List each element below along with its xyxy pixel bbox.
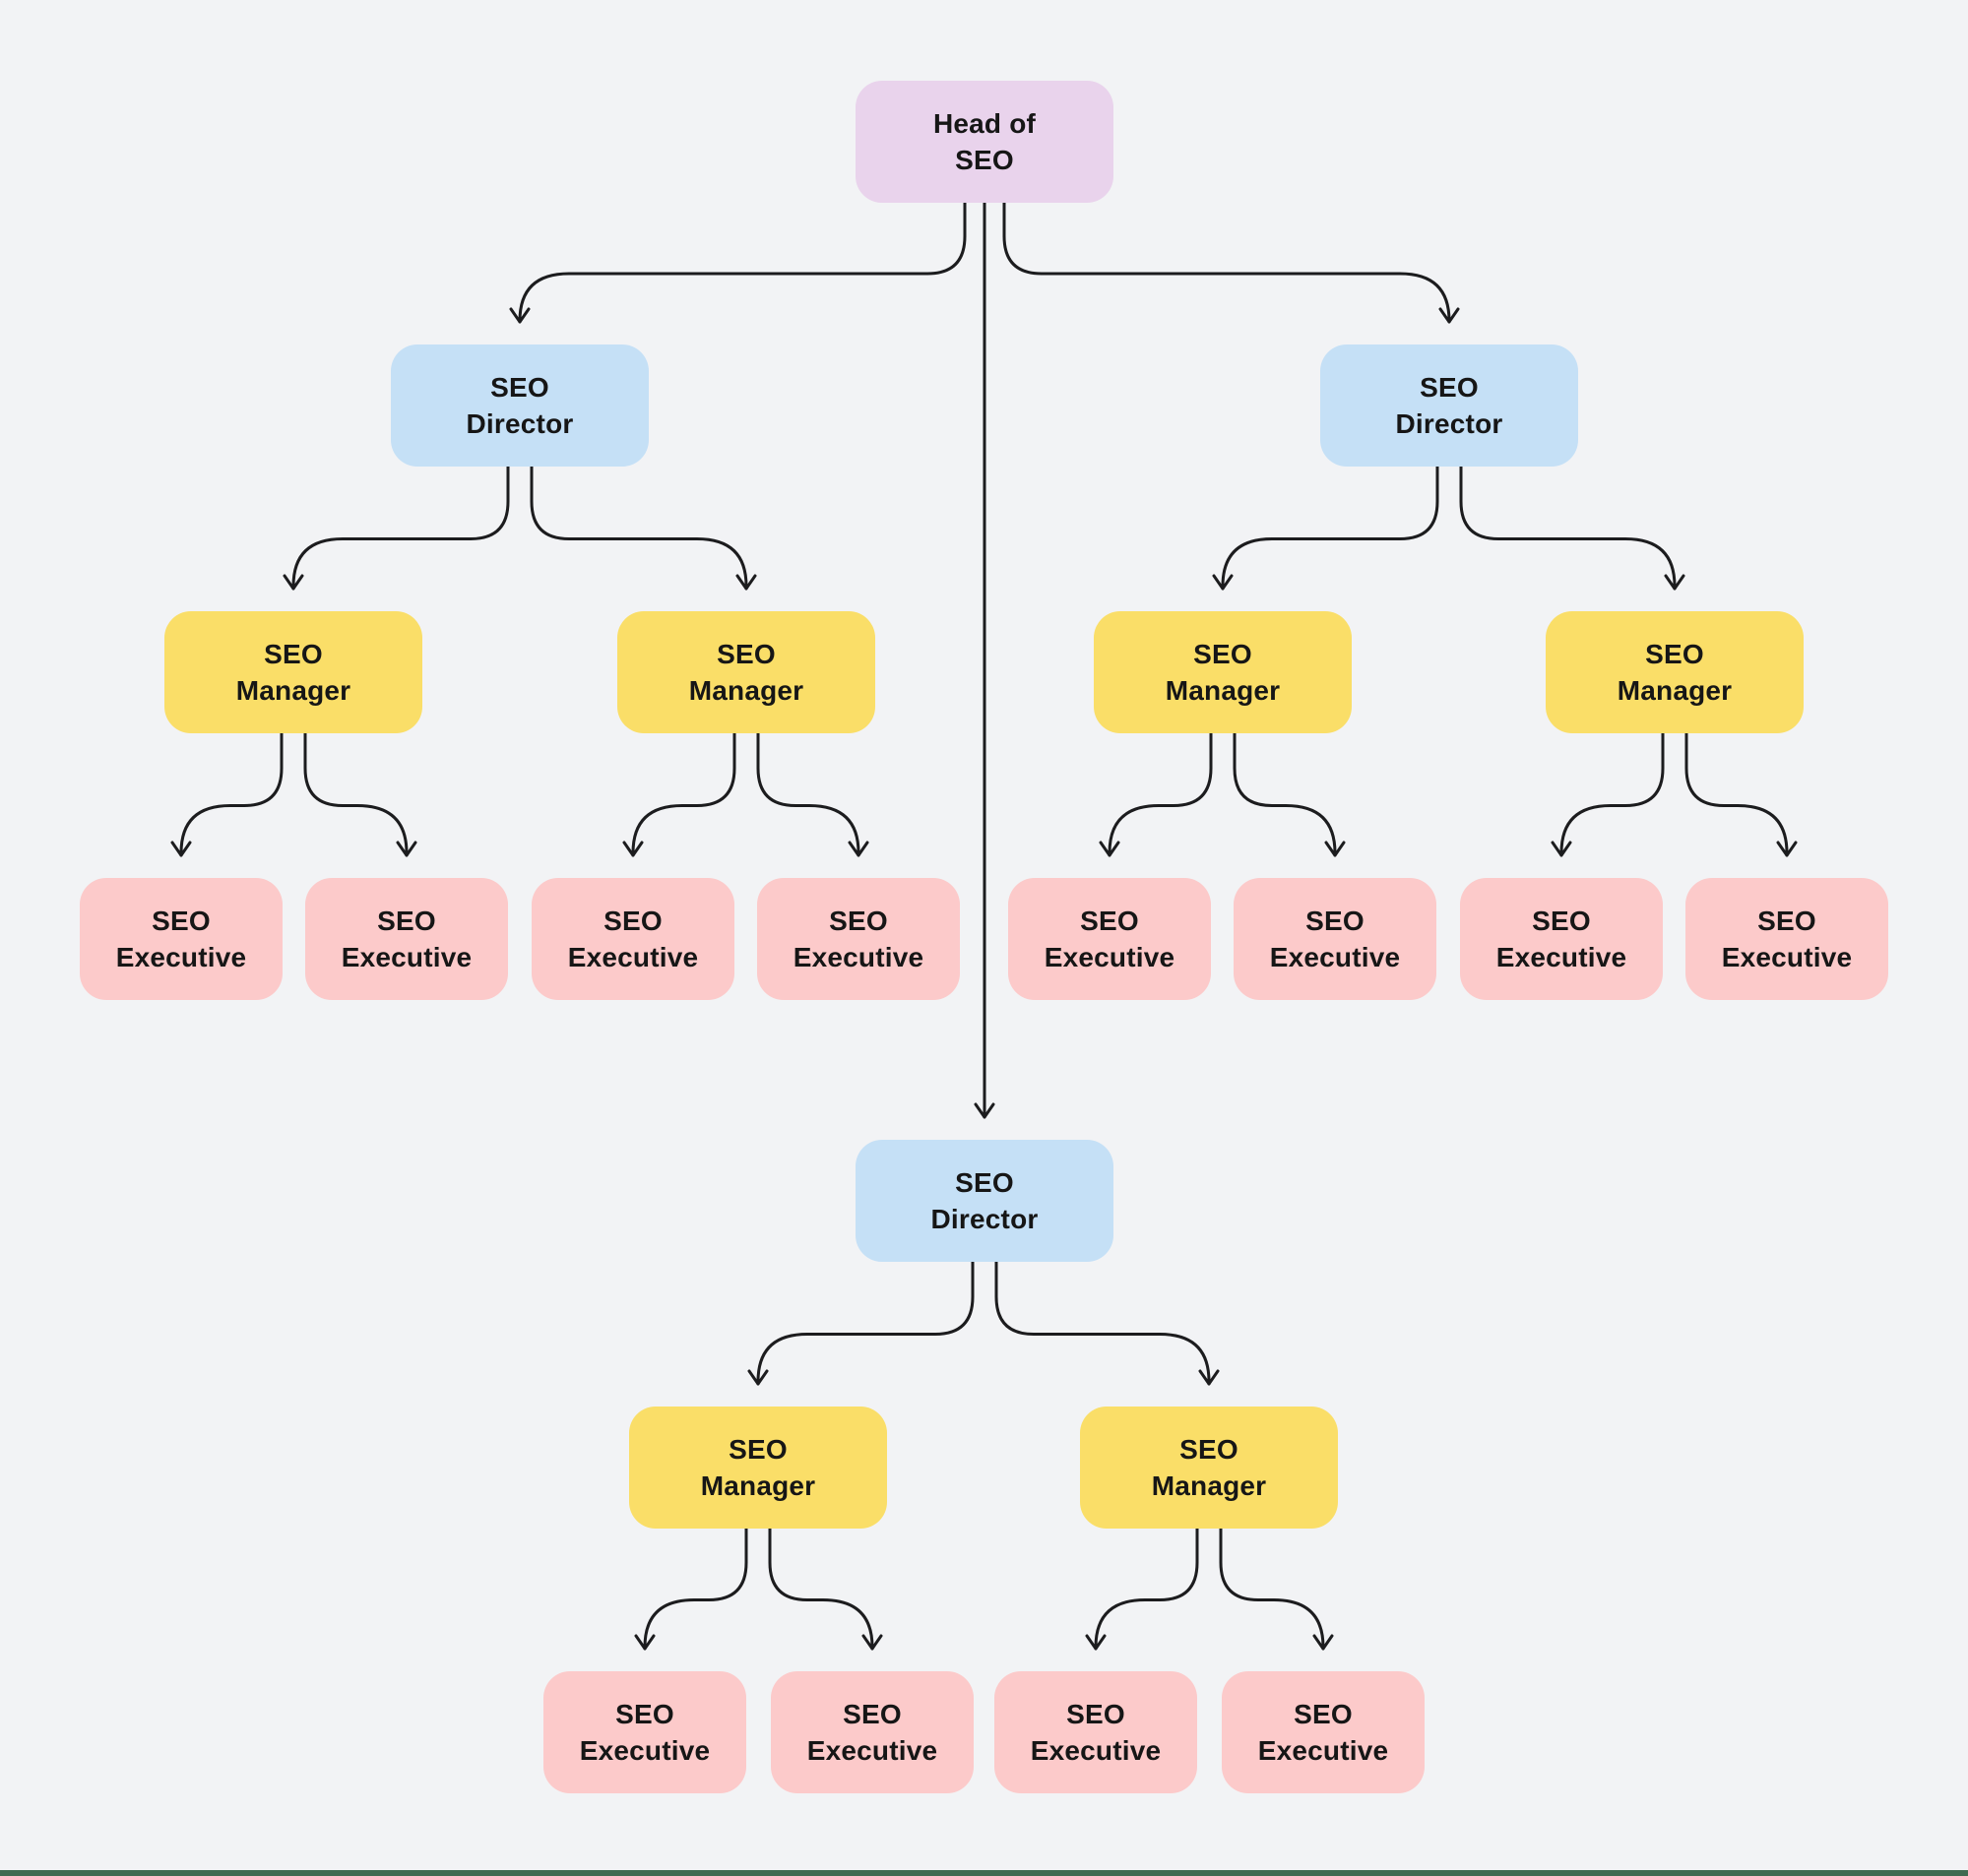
org-node-dir-bottom: SEO Director [856,1140,1113,1262]
org-node-label: SEO Executive [1721,906,1853,972]
org-node-label: SEO Manager [700,1434,816,1501]
org-node-head: Head of SEO [856,81,1113,203]
edge-mgr-3-exec-5 [1099,731,1213,857]
org-node-label: SEO Executive [579,1699,711,1766]
edge-mgr-6-exec-12 [1219,1527,1334,1651]
edge-dir-bottom-mgr-5 [747,1260,975,1386]
org-node-dir-right: SEO Director [1320,344,1578,467]
org-node-label: SEO Director [1395,372,1503,439]
edge-mgr-2-exec-4 [756,731,869,857]
edge-dir-right-mgr-4 [1459,465,1685,591]
org-node-label: SEO Executive [793,906,924,972]
edge-mgr-3-exec-6 [1233,731,1346,857]
org-node-label: SEO Manager [688,639,804,706]
org-node-mgr-5: SEO Manager [629,1407,887,1529]
org-node-label: SEO Executive [1044,906,1175,972]
org-node-exec-3: SEO Executive [532,878,734,1000]
org-node-exec-5: SEO Executive [1008,878,1211,1000]
edge-dir-right-mgr-3 [1212,465,1439,591]
org-node-exec-7: SEO Executive [1460,878,1663,1000]
org-node-label: SEO Executive [1269,906,1401,972]
org-node-label: SEO Manager [235,639,351,706]
org-node-exec-4: SEO Executive [757,878,960,1000]
org-node-exec-2: SEO Executive [305,878,508,1000]
org-node-exec-1: SEO Executive [80,878,283,1000]
edge-head-dir-left [509,201,967,324]
edge-dir-left-mgr-1 [283,465,510,591]
edge-mgr-6-exec-11 [1085,1527,1199,1651]
edge-dir-bottom-mgr-6 [994,1260,1220,1386]
edge-mgr-1-exec-1 [170,731,284,857]
edge-mgr-4-exec-7 [1551,731,1665,857]
org-node-mgr-2: SEO Manager [617,611,875,733]
org-node-label: SEO Executive [341,906,473,972]
org-node-exec-9: SEO Executive [543,1671,746,1793]
org-node-mgr-1: SEO Manager [164,611,422,733]
org-node-label: SEO Executive [567,906,699,972]
org-node-label: SEO Executive [115,906,247,972]
org-node-exec-12: SEO Executive [1222,1671,1425,1793]
org-node-label: SEO Executive [1495,906,1627,972]
edge-mgr-5-exec-10 [768,1527,883,1651]
org-node-label: SEO Executive [806,1699,938,1766]
org-node-label: SEO Director [466,372,574,439]
edge-mgr-2-exec-3 [622,731,736,857]
org-node-exec-10: SEO Executive [771,1671,974,1793]
org-node-exec-8: SEO Executive [1685,878,1888,1000]
edge-dir-left-mgr-2 [530,465,757,591]
org-node-label: SEO Executive [1257,1699,1389,1766]
org-node-label: SEO Manager [1165,639,1281,706]
edge-mgr-5-exec-9 [634,1527,748,1651]
org-node-exec-11: SEO Executive [994,1671,1197,1793]
org-node-label: SEO Executive [1030,1699,1162,1766]
org-node-label: SEO Director [930,1167,1039,1234]
org-node-mgr-3: SEO Manager [1094,611,1352,733]
edge-mgr-1-exec-2 [303,731,417,857]
bottom-accent-bar [0,1870,1968,1876]
org-node-label: SEO Manager [1617,639,1733,706]
edge-mgr-4-exec-8 [1684,731,1798,857]
org-node-exec-6: SEO Executive [1234,878,1436,1000]
org-node-label: SEO Manager [1151,1434,1267,1501]
org-node-label: Head of SEO [932,108,1037,175]
org-node-dir-left: SEO Director [391,344,649,467]
org-node-mgr-4: SEO Manager [1546,611,1804,733]
org-node-mgr-6: SEO Manager [1080,1407,1338,1529]
edge-head-dir-right [1002,201,1460,324]
